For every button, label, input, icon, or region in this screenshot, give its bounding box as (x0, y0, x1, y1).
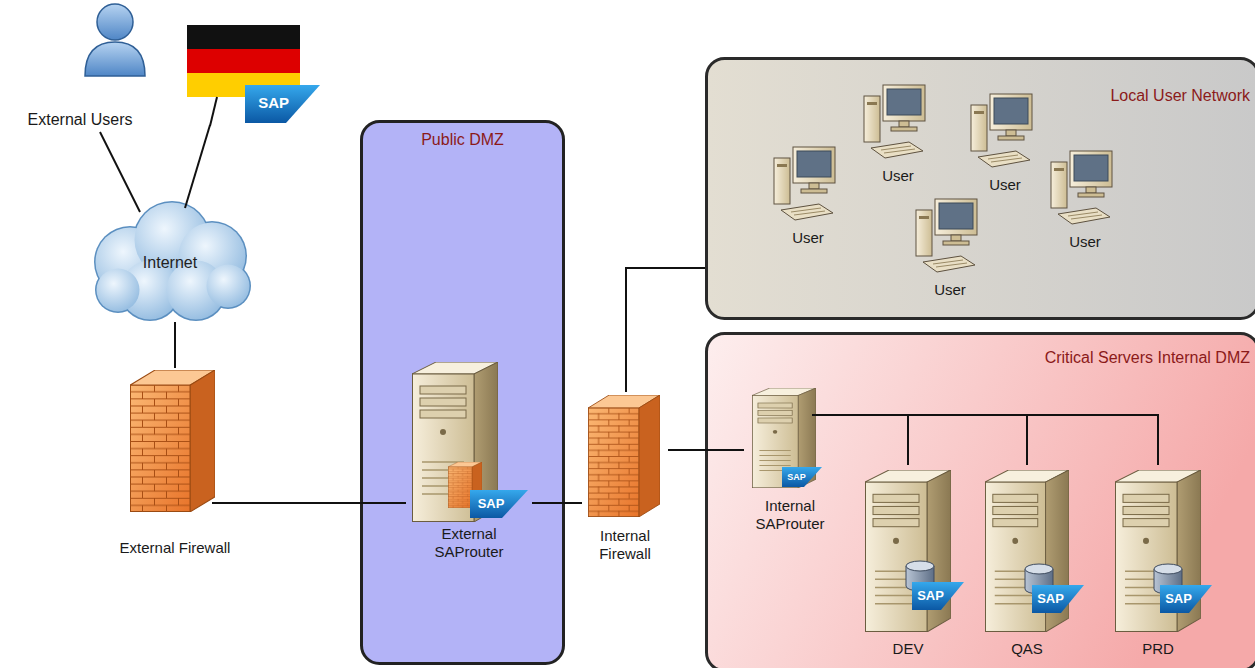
user-group: External Users (5, 0, 155, 132)
wire (212, 502, 258, 504)
node-caption: User (792, 229, 824, 248)
saprouter: Internal SAProuter (744, 386, 836, 534)
firewall-icon (588, 395, 660, 517)
sap-logo-text: SAP (1160, 585, 1197, 613)
network-link (255, 502, 406, 504)
zone-title: Local User Network (1110, 86, 1250, 106)
pc-icon (774, 147, 835, 220)
sap-logo (245, 85, 320, 123)
firewall: Internal Firewall (582, 392, 668, 564)
zone-band (707, 334, 1255, 668)
wire (812, 414, 836, 416)
zone-band (362, 122, 564, 664)
sap-flag: SAP (185, 25, 325, 125)
sap-logo (912, 582, 964, 610)
user-workstation: User (1045, 146, 1125, 252)
network-link (174, 322, 176, 368)
pc-icon (864, 85, 925, 158)
node-caption: External SAProuter (419, 525, 519, 563)
node-caption: Internet (143, 253, 197, 273)
user-workstation: User (858, 80, 938, 186)
node-caption: User (882, 167, 914, 186)
internet-cloud: Internet (95, 200, 245, 322)
sap-logo-text: SAP (782, 467, 811, 487)
node-caption: External Firewall (120, 539, 231, 558)
node-caption: User (934, 281, 966, 300)
sap-logo-text: SAP (912, 582, 949, 610)
user-workstation: User (768, 142, 848, 248)
internet-cloud (94, 201, 251, 321)
sap-logo (470, 490, 528, 518)
sap-server: DEV (860, 465, 956, 661)
pc-icon (1051, 151, 1112, 224)
sap-logo-text: SAP (470, 490, 512, 518)
zone: Critical Servers Internal DMZ Internal SA… (705, 332, 1255, 668)
firewall: External Firewall (95, 368, 255, 558)
zone-title: Critical Servers Internal DMZ (1045, 348, 1250, 368)
sap-logo-text: SAP (258, 94, 289, 113)
person-icon (85, 4, 145, 76)
sap-logo (782, 467, 822, 487)
network-link (836, 415, 908, 465)
german-flag (187, 25, 300, 126)
user-workstation: User (965, 89, 1045, 195)
sap-logo (1160, 585, 1212, 613)
node-caption: DEV (893, 640, 924, 659)
node-caption: User (989, 176, 1021, 195)
node-caption: User (1069, 233, 1101, 252)
network-link (626, 268, 705, 392)
node-caption: QAS (1011, 640, 1043, 659)
firewall-icon (130, 370, 215, 512)
node-caption: External Users (28, 110, 133, 130)
saprouter: External SAProuter (406, 362, 532, 562)
sap-server: QAS (982, 465, 1072, 661)
network-link (668, 449, 744, 451)
sap-server: PRD (1112, 465, 1204, 661)
network-link (532, 502, 582, 504)
pc-icon (971, 94, 1032, 167)
zone: Public DMZ External SAProuter (360, 120, 565, 665)
network-link (836, 415, 1158, 465)
zone-title: Public DMZ (421, 130, 504, 150)
sap-logo-text: SAP (1032, 585, 1069, 613)
pc-icon (916, 199, 977, 272)
node-caption: PRD (1142, 640, 1174, 659)
user-workstation: User (910, 194, 990, 300)
network-link (185, 125, 210, 208)
zone-band (707, 59, 1255, 319)
network-link (836, 415, 1027, 465)
zone: Local User NetworkUserUserUserUserUser (705, 57, 1255, 320)
node-caption: Internal SAProuter (748, 497, 832, 535)
sap-logo (1032, 585, 1084, 613)
node-caption: Internal Firewall (586, 527, 664, 565)
network-link (100, 132, 140, 212)
